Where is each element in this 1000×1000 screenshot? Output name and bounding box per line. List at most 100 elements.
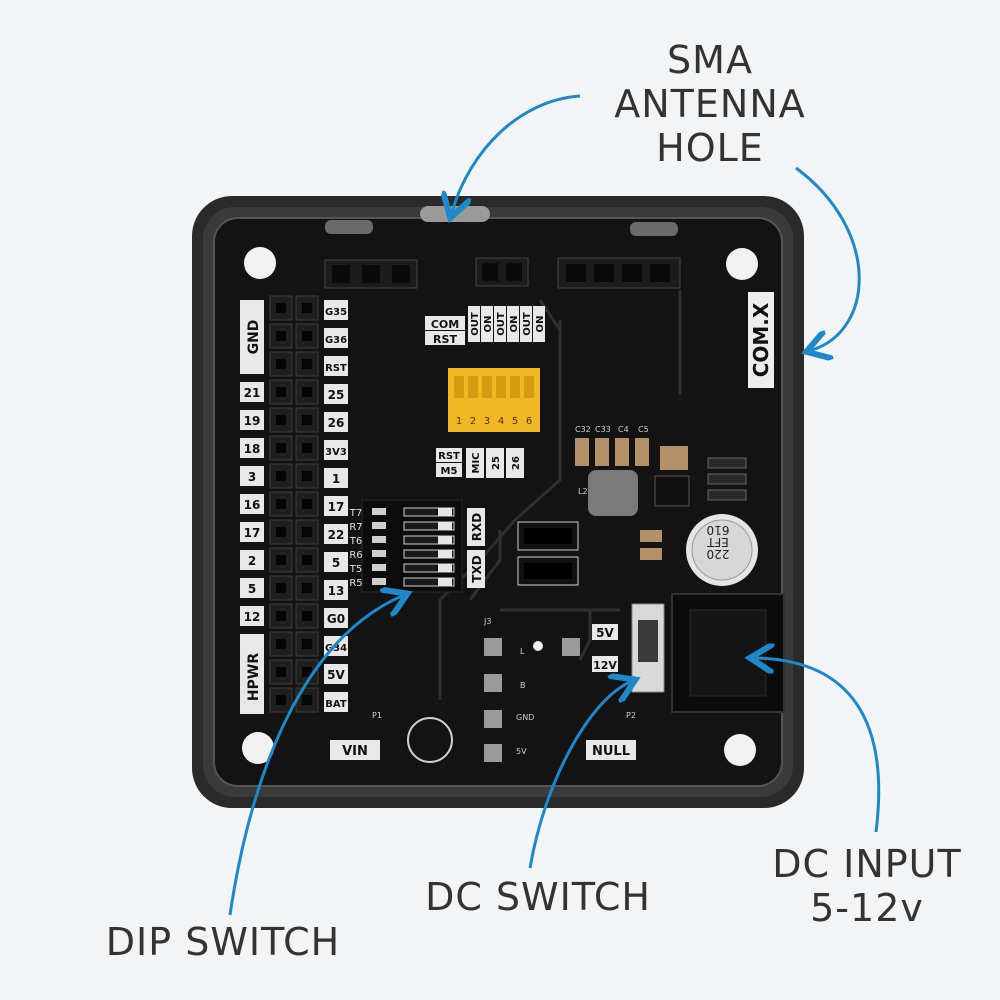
header-pin-socket: [302, 639, 312, 649]
dip-top-vlabel: ON: [509, 316, 520, 333]
svg-text:P2: P2: [626, 711, 636, 720]
left-pin-label-box: [240, 438, 264, 458]
header-pin-socket: [276, 555, 286, 565]
header-pin-socket: [302, 359, 312, 369]
dip-top-vlabel: OUT: [470, 312, 481, 336]
right-pin-label: 25: [328, 388, 345, 402]
dip-number: 2: [470, 416, 476, 427]
uart-pin-label: T6: [349, 536, 362, 547]
uart-toggle-slot: [403, 535, 455, 545]
header-pin-socket: [302, 667, 312, 677]
header-pin-socket: [302, 555, 312, 565]
antenna-hole: [420, 206, 490, 222]
header-pin-socket: [302, 415, 312, 425]
dip-toggle: [482, 376, 492, 398]
left-pin-label-box: [240, 494, 264, 514]
uart-toggle-knob: [438, 522, 452, 530]
top-connector-left: [324, 259, 418, 289]
left-pin-label-box: [240, 550, 264, 570]
header-pin-socket: [276, 415, 286, 425]
right-pin-label: G34: [325, 643, 347, 654]
right-pin-label-box: [324, 468, 348, 488]
bottom-label-vin: VIN: [342, 744, 368, 759]
uart-toggle-knob: [438, 578, 452, 586]
side-label-gnd: GND: [246, 320, 262, 355]
uart-toggle-knob: [438, 550, 452, 558]
uart-label-rxd: RXD: [470, 513, 484, 541]
right-pin-label-box: [324, 580, 348, 600]
left-pin-label: 2: [248, 554, 256, 568]
uart-rxd-box: [467, 508, 485, 546]
left-pin-label-box: [240, 606, 264, 626]
dip-top-vlabel-box: [468, 306, 480, 342]
left-pin-label-box: [240, 522, 264, 542]
svg-text:B: B: [520, 681, 526, 690]
top-connector-middle: [475, 257, 529, 287]
right-pin-label: BAT: [325, 699, 347, 710]
header-pin-socket: [276, 303, 286, 313]
dip-top-vlabel: ON: [535, 316, 546, 333]
header-pin-socket: [276, 695, 286, 705]
dip-bottom-label: M5: [441, 466, 458, 477]
right-pin-label-box: [324, 300, 348, 320]
left-pin-label: 3: [248, 470, 256, 484]
dip-top-vlabel: OUT: [496, 312, 507, 336]
left-pin-label: 5: [248, 582, 256, 596]
right-pin-label-box: [324, 384, 348, 404]
bottom-label-null: NULL: [592, 744, 630, 759]
right-pin-label: G35: [325, 307, 347, 318]
diodes: [517, 521, 579, 586]
right-pin-label: 22: [328, 528, 345, 542]
callout-dc-switch: DC SWITCH: [425, 875, 651, 919]
dip-top-vlabel-box: [533, 306, 545, 342]
uart-toggle-knob: [438, 536, 452, 544]
top-connector-right: [557, 257, 681, 289]
header-pin-socket: [276, 471, 286, 481]
header-pin-socket: [276, 583, 286, 593]
right-pin-label: 13: [328, 584, 345, 598]
cap-text-2: EFT: [707, 535, 729, 549]
header-pin-socket: [302, 611, 312, 621]
dip-number: 4: [498, 416, 504, 427]
null-label-box: [586, 740, 636, 760]
right-pin-label-box: [324, 608, 348, 628]
uart-toggle-slot: [403, 521, 455, 531]
left-pin-label: 12: [244, 610, 261, 624]
pcb-edge-highlight: [213, 217, 783, 787]
svg-text:5V: 5V: [516, 747, 527, 756]
right-pin-label: G36: [325, 335, 347, 346]
left-pin-label: 19: [244, 414, 261, 428]
callout-dc-input: DC INPUT 5-12v: [772, 842, 962, 930]
dip-toggle: [468, 376, 478, 398]
dip-bottom-vlabel: 25: [491, 456, 502, 470]
component-labels: C32 C33 C4 C5 L2 J3 L B GND 5V P2 P1: [372, 425, 649, 756]
dip-bottom-vlabel: MIC: [471, 452, 482, 473]
left-pin-label: 16: [244, 498, 261, 512]
cap-text-3: 610: [707, 523, 730, 537]
right-pin-label: 1: [332, 472, 340, 486]
right-pin-label: 3V3: [325, 447, 347, 458]
dip-top-label-rst: RST: [433, 333, 457, 346]
side-label-hpwr: HPWR: [246, 653, 262, 701]
dip-number: 6: [526, 416, 532, 427]
dip-top-label-block: COM RST: [425, 316, 465, 346]
header-pin-socket: [302, 583, 312, 593]
svg-text:C32: C32: [575, 425, 591, 434]
smd-capacitor-row: [575, 438, 649, 466]
dip-bottom-vlabel-box: [466, 448, 484, 478]
right-pin-label: 17: [328, 500, 345, 514]
dip-bottom-vlabel-box: [506, 448, 524, 478]
smd-resistors-right: [707, 457, 747, 501]
left-header-connector: [269, 295, 319, 713]
uart-pad: [372, 508, 386, 515]
right-pin-label: G0: [327, 612, 345, 626]
mount-hole-tr: [726, 248, 758, 280]
header-pin-socket: [302, 443, 312, 453]
dip-bottom-label-box: [436, 448, 462, 462]
header-pin-socket: [302, 387, 312, 397]
gnd-label-box: [240, 300, 264, 374]
right-pin-label-box: [324, 356, 348, 376]
terminal-pads: [484, 638, 580, 762]
